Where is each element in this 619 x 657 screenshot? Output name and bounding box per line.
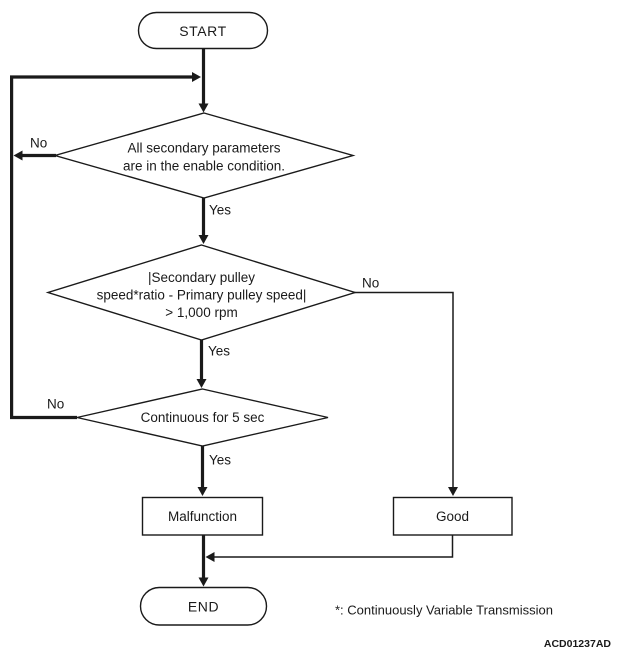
decision1-diamond — [52, 112, 356, 199]
arrowhead-left-icon — [205, 552, 215, 562]
good-label: Good — [436, 509, 469, 524]
decision2-diamond — [45, 244, 358, 341]
start-label: START — [179, 23, 227, 39]
end-terminal — [139, 586, 268, 626]
good-box — [392, 496, 513, 536]
arrowhead-down-icon — [196, 379, 207, 388]
decision1-line2: are in the enable condition. — [123, 159, 285, 174]
decision3-label: Continuous for 5 sec — [141, 410, 265, 425]
arrowhead-down-icon — [448, 487, 458, 496]
arrowhead-down-icon — [197, 487, 208, 496]
edge-no-loop-back — [10, 75, 192, 420]
decision3-no-label: No — [47, 397, 64, 412]
arrowhead-left-icon — [13, 150, 23, 161]
decision3-yes-label: Yes — [209, 453, 231, 468]
decision1-yes-label: Yes — [209, 203, 231, 218]
arrowhead-down-icon — [198, 577, 209, 587]
footnote: *: Continuously Variable Transmission — [335, 603, 553, 618]
start-terminal — [137, 11, 269, 50]
decision2-line3: > 1,000 rpm — [165, 305, 237, 320]
decision2-yes-label: Yes — [208, 344, 230, 359]
arrowhead-down-icon — [198, 235, 209, 244]
decision2-line2: speed*ratio - Primary pulley speed| — [97, 288, 307, 303]
decision2-no-label: No — [362, 276, 379, 291]
decision1-no-label: No — [30, 136, 47, 151]
arrowhead-down-icon — [198, 103, 209, 113]
malfunction-label: Malfunction — [168, 509, 237, 524]
end-label: END — [188, 599, 219, 615]
decision1-line1: All secondary parameters — [127, 141, 280, 156]
arrowhead-right-icon — [192, 72, 201, 82]
decision2-line1: |Secondary pulley — [148, 270, 255, 285]
malfunction-box — [141, 496, 264, 536]
decision3-diamond — [76, 388, 329, 447]
edge-good-merge — [213, 535, 454, 558]
edge-decision2-no — [354, 291, 454, 489]
figure-code: ACD01237AD — [544, 638, 612, 650]
